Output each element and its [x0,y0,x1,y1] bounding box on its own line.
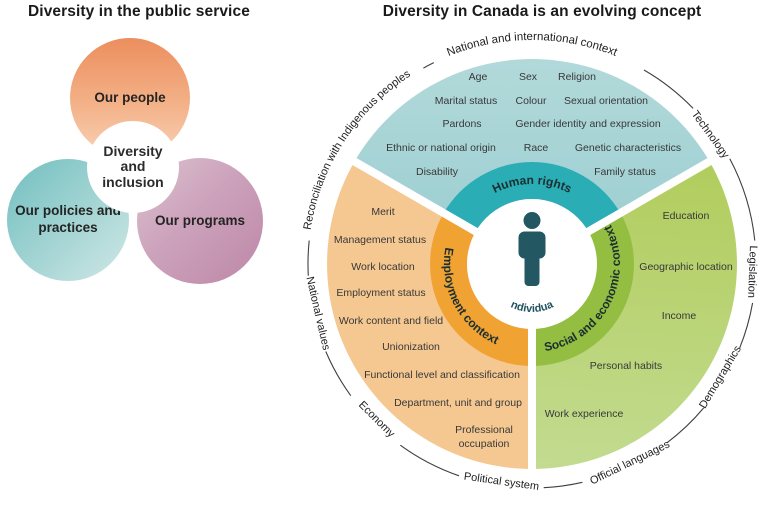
wheel-title: Diversity in Canada is an evolving conce… [382,3,702,20]
left-panel-title: Diversity in the public service [28,3,250,20]
wheel-item: Pardons [442,118,481,130]
wheel-item: Work location [351,261,415,273]
wheel-item: Professional [455,424,513,436]
wheel-item: Unionization [382,341,440,353]
wheel-item: Income [662,310,697,322]
wheel-item: Management status [334,234,426,246]
wheel-item: Work content and field [339,315,443,327]
human-rights-sector [354,59,710,265]
wheel-item: Disability [416,166,459,178]
ring-label-national-values: National values [303,275,332,351]
wheel-item: Merit [371,206,394,218]
wheel-item: occupation [459,438,510,450]
wheel-item: Race [524,142,549,154]
diversity-inclusion-circle: Diversity and inclusion [87,121,179,213]
wheel-item: Sex [519,71,538,83]
wheel-item: Work experience [545,408,624,420]
wheel-item: Marital status [435,95,497,107]
wheel-item: Geographic location [639,261,733,273]
wheel-item: Personal habits [590,360,662,372]
wheel-item: Religion [558,71,596,83]
ring-label-national-international: National and international context [445,31,619,59]
wheel-item: Functional level and classification [364,369,520,381]
social-economic-band [532,213,634,366]
our-programs-label: Our programs [154,212,246,228]
wheel-item: Employment status [336,287,425,299]
employment-band [430,213,532,366]
wheel-item: Department, unit and group [394,397,522,409]
our-people-circle: Our people [70,38,190,158]
wheel-item: Ethnic or national origin [386,142,496,154]
human-rights-band [443,162,621,232]
wheel-item: Family status [594,166,656,178]
diversity-inclusion-label: Diversity and inclusion [102,142,164,190]
outer-ring [307,62,756,489]
person-icon [518,212,546,286]
wheel-item: Colour [516,95,547,107]
wheel-item: Sexual orientation [564,95,648,107]
wheel-item: Education [663,210,710,222]
wheel-item: Genetic characteristics [575,142,681,154]
wheel-item: Gender identity and expression [515,118,660,130]
wheel-item: Age [469,71,488,83]
our-people-label: Our people [94,89,166,105]
our-policies-label: Our policies and practices [15,203,121,235]
ring-label-legislation: Legislation [745,245,759,298]
